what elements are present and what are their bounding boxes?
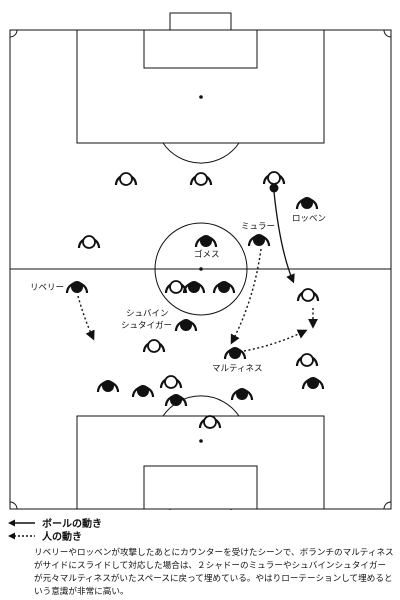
legend-ball-label: ボールの動き: [42, 519, 102, 530]
bottom-penalty-spot: [199, 439, 203, 443]
player-marker-light: [114, 172, 138, 186]
football-pitch-diagram: ゴメス ミュラー ロッベン リベリー シュバイン シュタイガー マルティネス: [9, 12, 392, 510]
player-marker-dark: [131, 385, 155, 398]
pitch-markings: [9, 12, 392, 510]
legend-person-label: 人の動き: [42, 532, 82, 543]
player-label-martinez: マルティネス: [212, 364, 263, 374]
corner-arc: [9, 29, 18, 38]
player-marker-light: [77, 235, 101, 249]
person-movement-arrow: [230, 248, 262, 345]
person-movement-arrow: [77, 295, 95, 341]
player-marker-light: [159, 375, 183, 389]
player-marker-dark: [65, 281, 89, 294]
player-marker-dark: [230, 388, 254, 401]
dotted-arrow-icon: [8, 532, 35, 539]
player-label-muller: ミュラー: [241, 222, 275, 232]
centre-spot: [199, 267, 203, 271]
person-movement-arrow: [243, 329, 308, 352]
player-label-schweinsteiger-2: シュタイガー: [121, 320, 172, 331]
legend-person-movement: 人の動き: [8, 528, 82, 543]
top-goal: [169, 12, 232, 31]
player-marker-dark: [223, 347, 247, 360]
ball: [269, 183, 279, 193]
player-marker-dark: [194, 235, 218, 248]
caption-text: リベリーやロッベンが攻撃したあとにカウンターを受けたシーンで、ボランチのマルティ…: [34, 548, 394, 597]
centre-circle: [154, 222, 248, 316]
player-marker-light: [296, 288, 320, 302]
player-marker-light: [142, 339, 166, 353]
top-goal-area: [143, 29, 258, 69]
top-penalty-arc: [162, 142, 240, 164]
legend-ball-movement: ボールの動き: [8, 515, 102, 530]
corner-arc: [9, 501, 18, 510]
top-penalty-area: [76, 29, 325, 144]
player-marker-dark: [164, 394, 188, 407]
player-marker-light: [198, 415, 222, 429]
player-marker-dark: [247, 234, 271, 247]
solid-arrow-icon: [8, 519, 35, 526]
corner-arc: [383, 29, 392, 38]
player-label-schweinsteiger-1: シュバイン: [126, 309, 169, 319]
player-label-gomes: ゴメス: [194, 249, 220, 260]
player-marker-dark: [96, 380, 120, 393]
player-marker-dark: [182, 281, 206, 294]
player-marker-dark: [212, 281, 236, 294]
bottom-goal-area: [143, 465, 258, 510]
player-marker-light: [295, 353, 319, 367]
player-marker-dark: [301, 377, 325, 390]
bottom-penalty-area: [76, 415, 325, 510]
player-marker-light: [189, 172, 213, 186]
bottom-penalty-arc: [162, 395, 240, 417]
player-marker-light: [164, 280, 188, 294]
corner-arc: [383, 501, 392, 510]
player-label-ribery: リベリー: [30, 283, 64, 293]
top-penalty-spot: [199, 95, 203, 99]
ball-movement-arrow: [273, 191, 295, 284]
player-marker-light: [262, 171, 286, 185]
player-marker-dark: [295, 197, 319, 210]
player-label-robben: ロッベン: [292, 214, 326, 224]
player-marker-dark: [174, 319, 198, 332]
